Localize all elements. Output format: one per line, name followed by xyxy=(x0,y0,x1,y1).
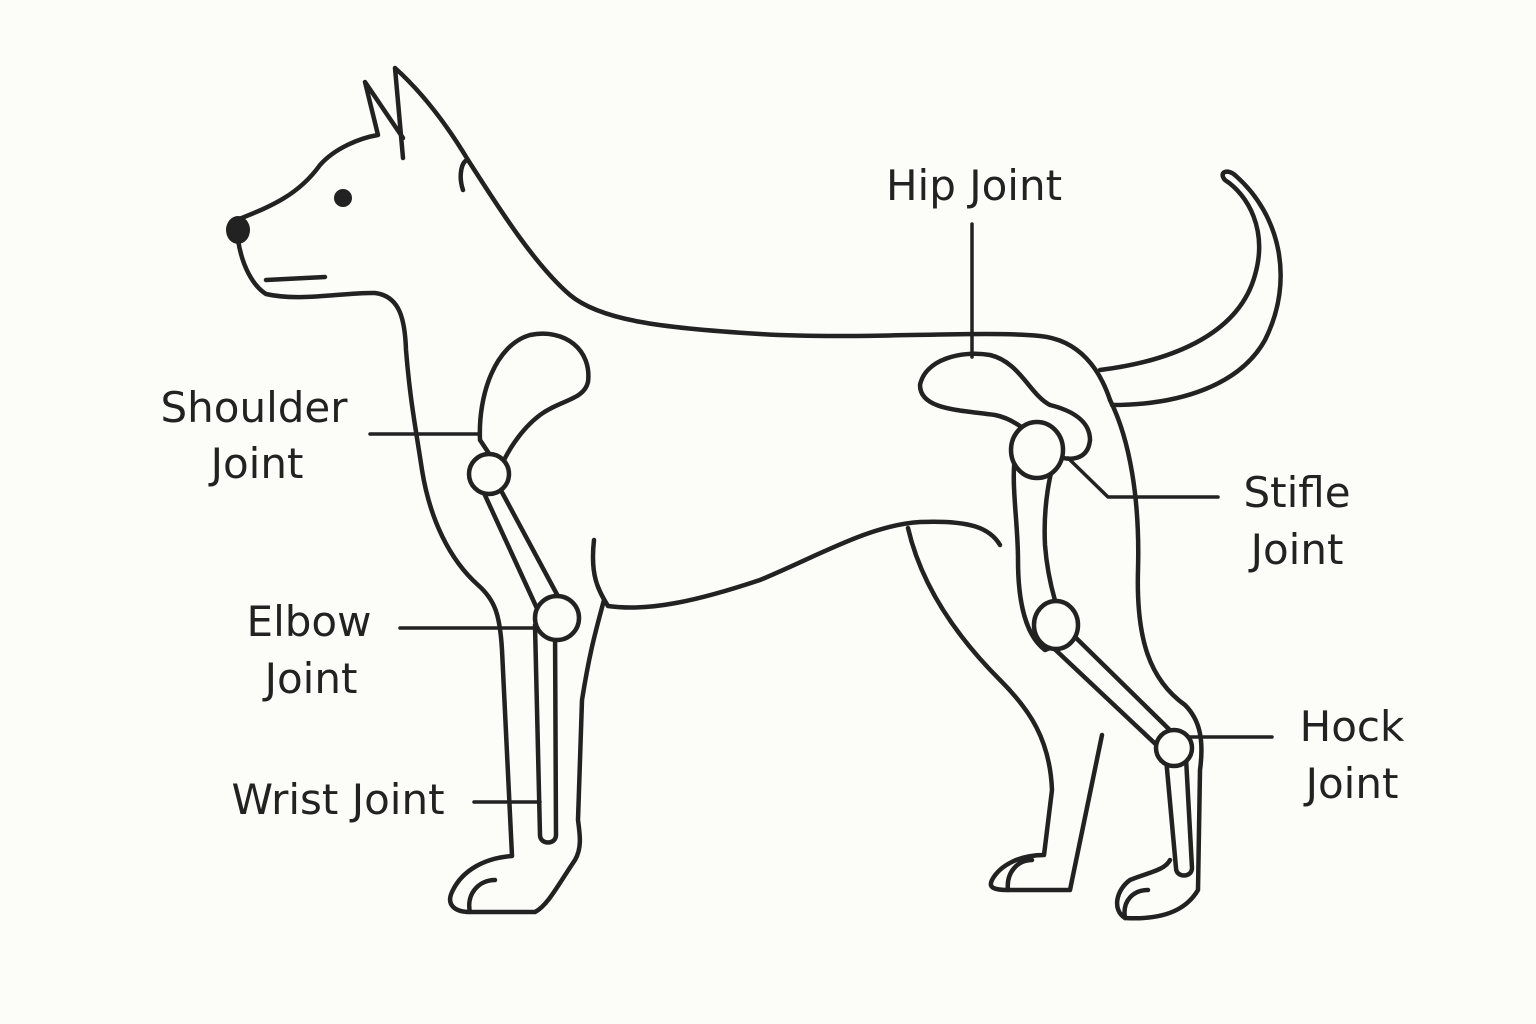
elbow-joint-label-line1: Elbow xyxy=(247,597,372,646)
hip-joint-label: Hip Joint xyxy=(886,161,1062,210)
stifle-joint-label-line2: Joint xyxy=(1248,525,1344,574)
metatarsal-bone xyxy=(1163,755,1195,878)
hock-joint-knob xyxy=(1153,727,1195,769)
stifle-joint-knob xyxy=(1008,419,1066,481)
eye-icon xyxy=(334,189,352,207)
femur-bone xyxy=(1011,447,1073,653)
shoulder-joint-label-line1: Shoulder xyxy=(160,383,348,432)
stifle-joint-label-line1: Stifle xyxy=(1243,468,1350,517)
scapula-bone xyxy=(477,331,591,473)
hock-joint-label-line2: Joint xyxy=(1303,759,1399,808)
elbow-joint-label-line2: Joint xyxy=(262,654,358,703)
front-leg-bones xyxy=(466,331,591,845)
shoulder-joint-label-line2: Joint xyxy=(208,439,304,488)
joint-labels: Hip Joint Shoulder Joint Stifle Joint El… xyxy=(160,161,1405,824)
dog-jaw-outline xyxy=(235,237,607,915)
rear-leg-outline xyxy=(905,397,1204,921)
knee-bone-knob xyxy=(1031,598,1081,652)
hock-joint-label-line1: Hock xyxy=(1300,702,1405,751)
dog-belly-outline xyxy=(590,519,1003,610)
dog-mouth-line xyxy=(263,274,328,283)
front-paw-toe xyxy=(466,877,498,915)
dog-back-outline xyxy=(229,65,1113,403)
tail-outline xyxy=(1097,169,1283,408)
dog-outline xyxy=(229,65,1283,921)
rear-leg-bones xyxy=(917,351,1195,878)
shoulder-joint-knob xyxy=(466,451,512,497)
stifle-leader-line xyxy=(1066,456,1220,499)
nose-icon xyxy=(226,216,250,244)
elbow-joint-knob xyxy=(532,593,582,643)
wrist-joint-label: Wrist Joint xyxy=(231,775,444,824)
rear-paw-toe xyxy=(1005,857,1151,921)
radius-bone xyxy=(532,622,559,845)
leader-lines xyxy=(368,222,1274,804)
